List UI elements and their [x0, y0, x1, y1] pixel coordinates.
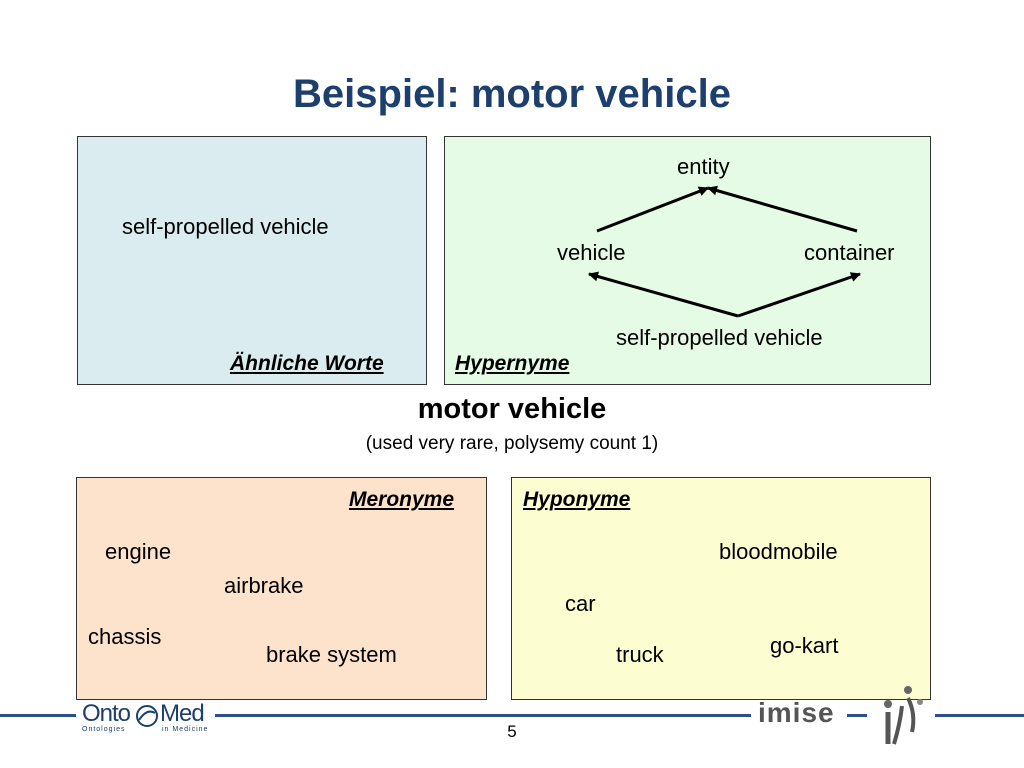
- hypernym-node-vehicle: vehicle: [557, 240, 626, 265]
- hypernym-node-self-propelled: self-propelled vehicle: [616, 325, 823, 350]
- hyponyms-label: Hyponyme: [523, 488, 631, 511]
- meronym-item: engine: [105, 539, 172, 564]
- hypernyms-box: [444, 136, 931, 385]
- hyponym-item: go-kart: [770, 633, 839, 658]
- hypernym-node-container: container: [804, 240, 895, 265]
- slide-title: Beispiel: motor vehicle: [293, 72, 731, 116]
- center-term: motor vehicle: [417, 393, 607, 425]
- hyponyms-box: [511, 477, 931, 700]
- similar-word: self-propelled vehicle: [122, 214, 329, 239]
- ontomed-logo: Onto Med Ontologies in Medicine: [80, 700, 210, 740]
- hyponym-item: bloodmobile: [719, 539, 838, 564]
- similar-words-label: Ähnliche Worte: [230, 352, 384, 375]
- imise-logo: imise: [758, 697, 835, 728]
- meronym-item: airbrake: [224, 573, 304, 598]
- footer-line-left: [0, 714, 76, 717]
- arrow-vehicle-to-entity: [596, 186, 709, 233]
- hypernym-node-entity: entity: [677, 154, 730, 179]
- center-note: (used very rare, polysemy count 1): [365, 433, 659, 454]
- arrow-selfpropelled-to-vehicle: [588, 271, 739, 318]
- footer-line-middle: [215, 714, 751, 717]
- similar-words-box: [77, 136, 427, 385]
- ontomed-logo-sub-a: Ontologies: [82, 726, 126, 733]
- footer-line-right: [935, 714, 1024, 717]
- meronyms-box: [76, 477, 487, 700]
- meronyms-label: Meronyme: [349, 488, 455, 511]
- ontomed-logo-sub-b: in Medicine: [162, 726, 209, 733]
- hyponym-item: truck: [616, 642, 664, 667]
- hyponym-item: car: [565, 591, 596, 616]
- arrow-selfpropelled-to-container: [737, 272, 861, 318]
- footer-line-dash: [847, 714, 867, 717]
- ontomed-logo-text-b: Med: [160, 700, 205, 727]
- meronym-item: brake system: [266, 642, 397, 667]
- ontomed-logo-text-a: Onto: [82, 700, 131, 727]
- ifi-logo-icon: [884, 686, 923, 745]
- arrow-container-to-entity: [707, 185, 858, 233]
- ontomed-swirl-icon: [136, 705, 158, 727]
- meronym-item: chassis: [88, 624, 162, 649]
- hypernyms-label: Hypernyme: [455, 352, 570, 375]
- page-number: 5: [507, 722, 517, 741]
